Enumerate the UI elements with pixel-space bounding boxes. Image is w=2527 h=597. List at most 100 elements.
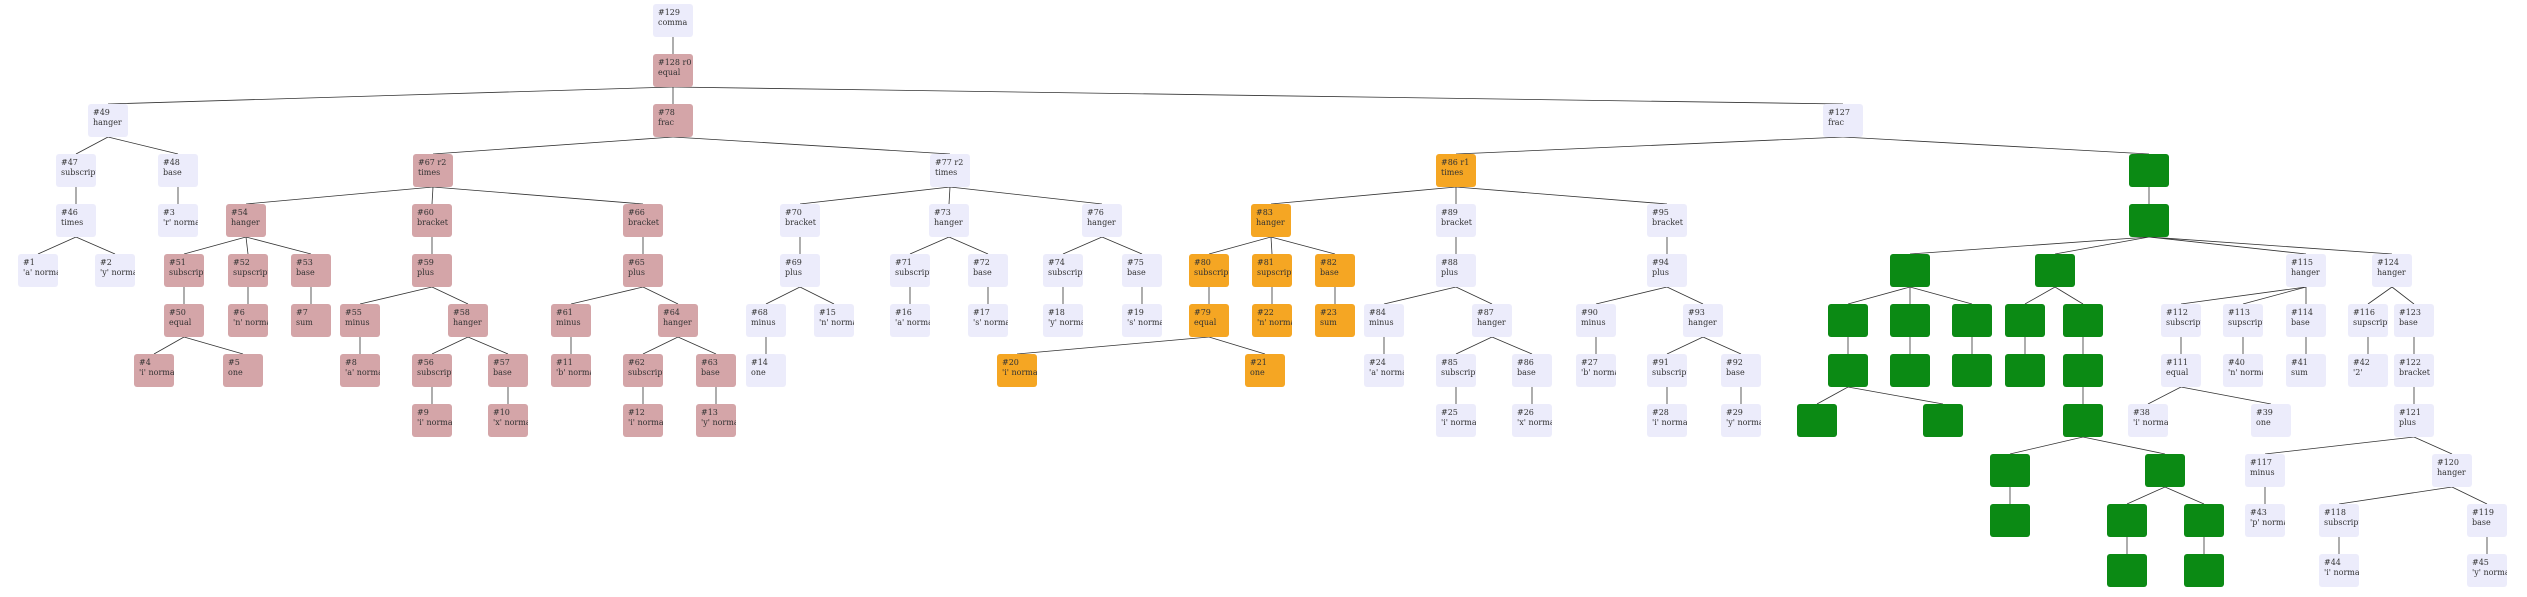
node-label: 'y' normal font [701, 418, 736, 427]
tree-node [1828, 354, 1868, 387]
node-id: #87 [1477, 308, 1494, 317]
node-label: hanger [2437, 468, 2466, 477]
node-label: times [935, 168, 958, 177]
node-id: #50 [169, 308, 186, 317]
node-label: 'a' normal font [1369, 368, 1404, 377]
node-label: base [1517, 368, 1536, 377]
tree-node [1952, 304, 1992, 337]
node-id: #55 [345, 308, 362, 317]
tree-edge [2054, 236, 2150, 255]
tree-edge [2413, 436, 2453, 455]
node-label: 'i' normal font [1652, 418, 1687, 427]
node-id: #68 [751, 308, 768, 317]
tree-edge [1208, 336, 1266, 355]
node-label: 'y' normal font [1726, 418, 1761, 427]
node-label: minus [2250, 468, 2275, 477]
tree-edge [2054, 286, 2084, 305]
tree-node: #44'i' normal font [2319, 554, 2359, 587]
node-id: #56 [417, 358, 434, 367]
node-label: hanger [453, 318, 482, 327]
node-id: #49 [93, 108, 110, 117]
node-label: sum [1320, 318, 1337, 327]
node-label: 'x' normal font [1517, 418, 1552, 427]
node-id: #5 [228, 358, 240, 367]
tree-edge [432, 136, 674, 155]
tree-edge [2126, 486, 2166, 505]
node-id: #57 [493, 358, 510, 367]
node-label: base [2291, 318, 2310, 327]
node-id: #60 [417, 208, 434, 217]
node-id: #45 [2472, 558, 2489, 567]
node-id: #118 [2324, 508, 2346, 517]
node-id: #124 [2377, 258, 2399, 267]
tree-edge [2180, 386, 2272, 405]
node-label: hanger [231, 218, 260, 227]
node-label: hanger [663, 318, 692, 327]
node-id: #94 [1652, 258, 1669, 267]
node-id: #18 [1048, 308, 1065, 317]
node-id: #122 [2399, 358, 2421, 367]
node-id: #120 [2437, 458, 2459, 467]
tree-edge [677, 336, 717, 355]
node-id: #40 [2228, 358, 2245, 367]
node-label: base [296, 268, 315, 277]
node-label: comma [658, 18, 688, 27]
node-id: #11 [556, 358, 573, 367]
tree-node [1923, 404, 1963, 437]
node-label: hanger [2377, 268, 2406, 277]
tree-edge [431, 186, 434, 205]
node-label: 'a' normal font [895, 318, 930, 327]
node-label: plus [1441, 268, 1458, 277]
node-id: #121 [2399, 408, 2421, 417]
tree-node: #45'y' normal font [2467, 554, 2507, 587]
node-label: 'i' normal font [417, 418, 452, 427]
tree-edge [1270, 236, 1336, 255]
tree-edge [245, 186, 434, 205]
tree-edge [799, 186, 951, 205]
tree-edge [432, 186, 644, 205]
tree-edge [2082, 436, 2166, 455]
node-label: minus [751, 318, 776, 327]
tree-node: #26'x' normal font [1512, 404, 1552, 437]
node-id: #48 [163, 158, 180, 167]
node-label: supscript [233, 268, 268, 277]
node-id: #52 [233, 258, 250, 267]
tree-edge [2009, 436, 2084, 455]
node-label: sum [296, 318, 313, 327]
tree-edge [2147, 386, 2182, 405]
tree-node [2063, 354, 2103, 387]
tree-edge [570, 286, 644, 305]
node-label: base [973, 268, 992, 277]
tree-node [2063, 304, 2103, 337]
tree-edge [1909, 236, 2150, 255]
tree-node [1990, 504, 2030, 537]
node-label: minus [556, 318, 581, 327]
node-label: frac [658, 118, 675, 127]
tree-edge [245, 236, 249, 255]
node-label: times [1441, 168, 1464, 177]
node-label: subscript [628, 368, 663, 377]
node-id: #20 [1002, 358, 1019, 367]
node-label: times [418, 168, 441, 177]
tree-edge [1847, 286, 1911, 305]
tree-edge [1383, 286, 1457, 305]
